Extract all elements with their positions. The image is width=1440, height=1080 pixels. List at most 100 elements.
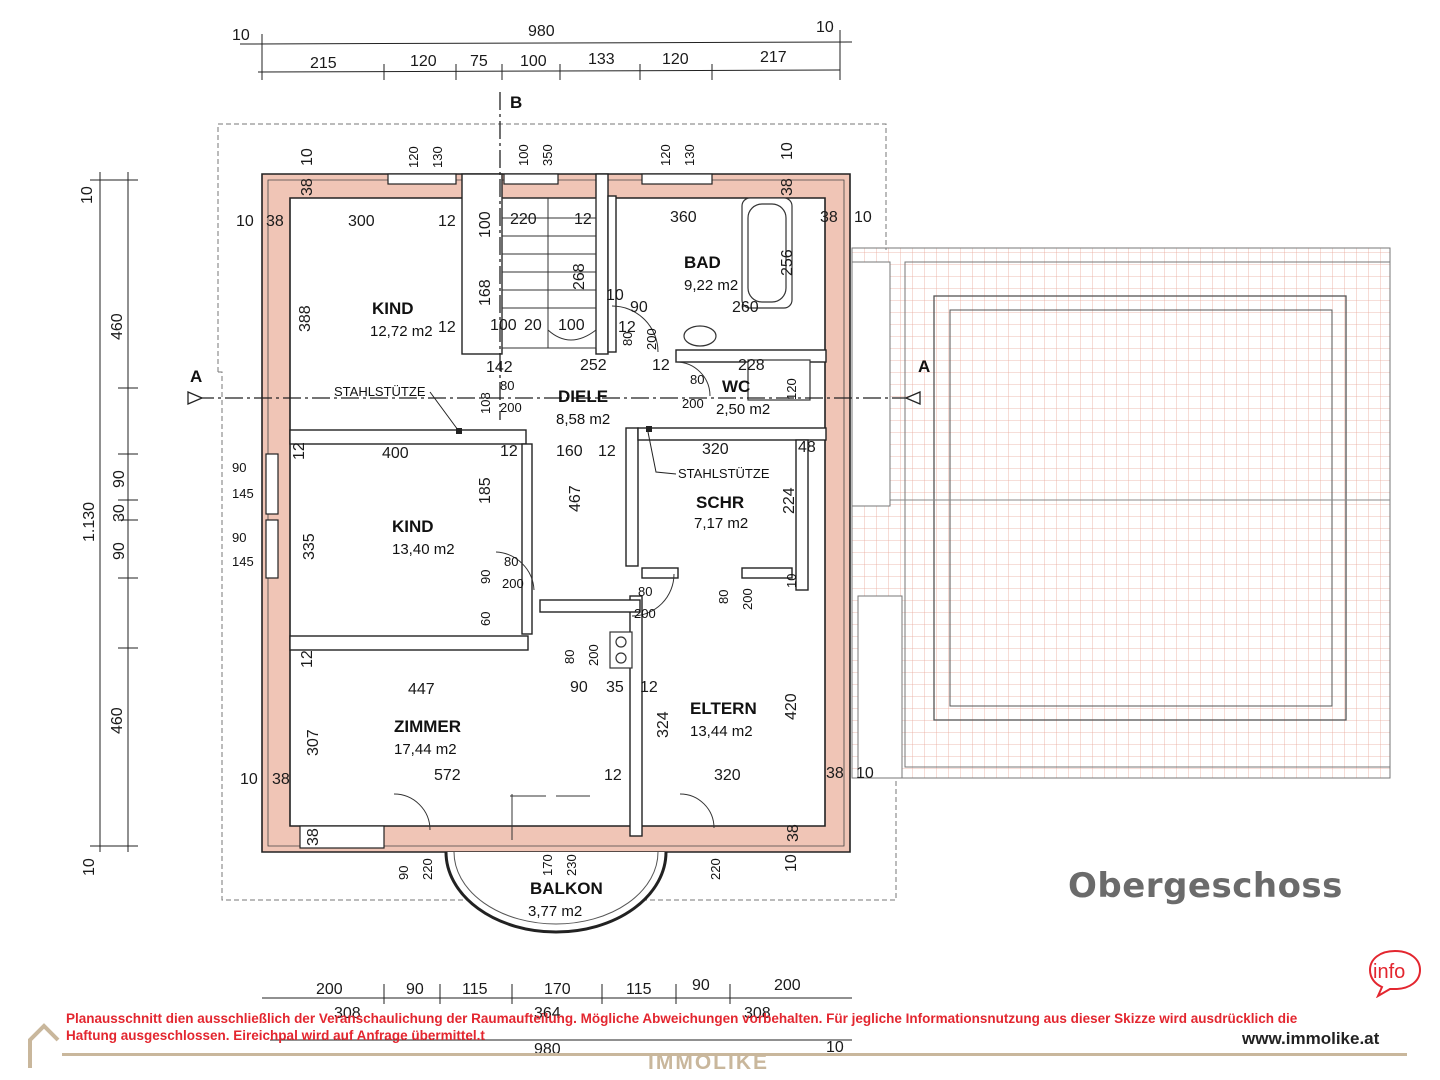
dim-left-90a: 90 (111, 470, 128, 488)
dim-window-145b: 145 (232, 554, 254, 569)
balcony (444, 851, 668, 934)
room-kind-2-name: KIND (392, 517, 434, 536)
dim-schr-224: 224 (781, 487, 798, 514)
dim-balkon-90: 90 (396, 866, 411, 880)
disclaimer-text: Planausschnitt dien ausschließlich der V… (66, 1011, 1298, 1043)
dim-wc-228: 228 (738, 357, 765, 374)
dim-stair-10: 10 (606, 287, 624, 304)
dim-top-left-10: 10 (232, 27, 250, 44)
dim-window-90b: 90 (232, 530, 246, 545)
room-schr-name: SCHR (696, 493, 744, 512)
room-kind-1-name: KIND (372, 299, 414, 318)
dim-diele-12e: 12 (598, 443, 616, 460)
dim-kind1-height: 388 (297, 305, 314, 332)
dim-bottom-seg-5: 115 (626, 981, 652, 998)
dim-window-145a: 145 (232, 486, 254, 501)
doors (393, 305, 715, 840)
dim-stair-100a: 100 (490, 317, 517, 334)
dim-kind2-200: 200 (502, 576, 524, 591)
dim-bottom-mid-1: 308 (334, 1005, 361, 1022)
room-bad-area: 9,22 m2 (684, 277, 738, 294)
section-lines (187, 92, 921, 420)
dim-left-90b: 90 (111, 542, 128, 560)
interior-walls (289, 173, 827, 837)
dim-stair-268: 268 (571, 263, 588, 290)
dim-diele-80: 80 (500, 378, 514, 393)
dim-stair-20: 20 (524, 317, 542, 334)
dim-stair-100c: 100 (477, 211, 494, 238)
dim-top-10-right: 10 (779, 142, 796, 160)
website-link[interactable]: www.immolike.at (1242, 1029, 1380, 1048)
dim-bad-38: 38 (820, 209, 838, 226)
dim-kind2-335: 335 (301, 533, 318, 560)
dim-top-seg-2: 120 (410, 53, 437, 70)
dim-bad-10: 10 (854, 209, 872, 226)
room-zimmer-area: 17,44 m2 (394, 741, 457, 758)
dim-kind1-width: 300 (348, 213, 375, 230)
dim-kind2-12b: 12 (500, 443, 518, 460)
dim-kind2-60: 60 (478, 612, 493, 626)
dim-top-38-left: 38 (299, 178, 316, 196)
dim-wc-120: 120 (784, 378, 799, 400)
dim-zimmer-200: 200 (586, 644, 601, 666)
room-eltern-name: ELTERN (690, 699, 757, 718)
dim-bottom-seg-7: 200 (774, 977, 801, 994)
dim-balkon-170: 170 (540, 854, 555, 876)
dim-bottom-seg-2: 90 (406, 981, 424, 998)
room-eltern-area: 13,44 m2 (690, 723, 753, 740)
dim-top-total: 980 (528, 23, 555, 40)
dim-kind2-80: 80 (504, 554, 518, 569)
dim-stair-252: 252 (580, 357, 607, 374)
dim-balkon-220b: 220 (708, 858, 723, 880)
info-bubble-icon[interactable] (1366, 948, 1424, 998)
dim-bottom-mid-3: 308 (744, 1005, 771, 1022)
dim-eltern-200: 200 (634, 606, 656, 621)
dim-bottom-10: 10 (783, 854, 800, 872)
dim-top-130a: 130 (430, 146, 445, 168)
dim-balkon-220: 220 (420, 858, 435, 880)
staircase (501, 197, 597, 349)
house-logo-icon (28, 1023, 60, 1068)
dim-eltern-80: 80 (638, 584, 652, 599)
dim-zimmer-35: 35 (606, 679, 624, 696)
dim-zimmer-38: 38 (272, 771, 290, 788)
room-bad-name: BAD (684, 253, 721, 272)
dim-top-seg-4: 100 (520, 53, 547, 70)
dim-diele-200: 200 (500, 400, 522, 415)
room-diele-area: 8,58 m2 (556, 411, 610, 428)
dim-bottom-seg-1: 200 (316, 981, 343, 998)
dim-zimmer-90: 90 (570, 679, 588, 696)
terrace (851, 247, 1391, 779)
dim-left-30: 30 (111, 504, 128, 522)
dim-window-90a: 90 (232, 460, 246, 475)
dim-diele-108: 108 (478, 392, 493, 414)
stahlstuetze-label-1: STAHLSTÜTZE (334, 384, 426, 399)
brand-bar (62, 1053, 1407, 1056)
dim-kind2-185: 185 (477, 477, 494, 504)
dim-bottom-seg-4: 170 (544, 981, 571, 998)
floor-title: Obergeschoss (1068, 866, 1343, 906)
dim-left-10-top: 10 (79, 186, 96, 204)
dim-schr-48: 48 (798, 439, 816, 456)
dim-eltern-200b: 200 (740, 588, 755, 610)
info-badge-label: info (1373, 961, 1406, 983)
dim-eltern-10: 10 (784, 574, 799, 588)
dim-eltern-10b: 10 (856, 765, 874, 782)
dim-zimmer-307: 307 (305, 729, 322, 756)
room-wc-name: WC (722, 377, 750, 396)
room-kind-2-area: 13,40 m2 (392, 541, 455, 558)
room-wc-area: 2,50 m2 (716, 401, 770, 418)
dim-top-10-left: 10 (299, 148, 316, 166)
dim-zimmer-447: 447 (408, 681, 435, 698)
dim-kind1-12b: 12 (438, 319, 456, 336)
dim-left-460-top: 460 (109, 313, 126, 340)
dim-balkon-230: 230 (564, 854, 579, 876)
dim-top-100: 100 (516, 144, 531, 166)
dim-top-seg-5: 133 (588, 51, 615, 68)
brand-wordmark: IMMOLIKE (648, 1051, 769, 1074)
dim-zimmer-12b: 12 (640, 679, 658, 696)
dim-bottom-right-10: 10 (826, 1039, 844, 1056)
dim-kind2-90: 90 (478, 570, 493, 584)
dim-zimmer-572: 572 (434, 767, 461, 784)
